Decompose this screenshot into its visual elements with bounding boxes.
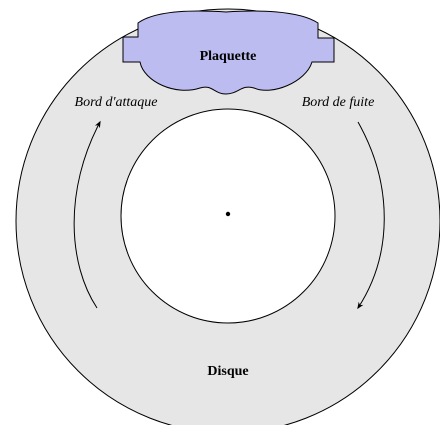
brake-pad [122, 10, 335, 95]
leading-edge-label: Bord d'attaque [75, 95, 158, 110]
trailing-edge-label: Bord de fuite [302, 95, 375, 110]
pad-label: Plaquette [200, 49, 257, 64]
rotation-arrow-right [357, 121, 385, 310]
disc-label: Disque [207, 364, 248, 379]
disc-ring [15, 8, 440, 425]
rotation-arrow-left [73, 120, 101, 309]
disc-center-point [225, 211, 231, 217]
